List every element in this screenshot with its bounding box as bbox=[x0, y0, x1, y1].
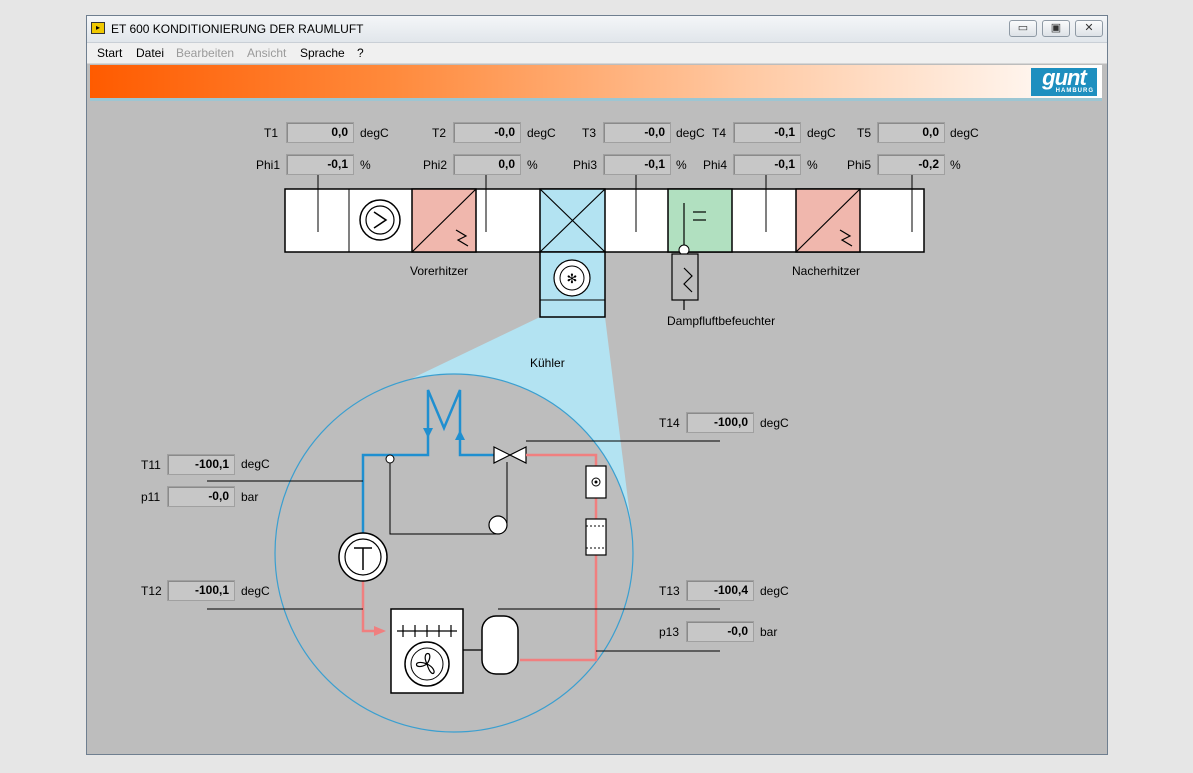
restore-button[interactable]: ▣ bbox=[1042, 20, 1070, 37]
t12-label: T12 bbox=[141, 584, 162, 598]
cooler-icon bbox=[539, 188, 606, 253]
logo-text: gunt bbox=[1042, 65, 1087, 90]
preheater-label: Vorerhitzer bbox=[410, 264, 469, 278]
p13-indicator: -0,0 bbox=[686, 621, 754, 642]
preheater-icon bbox=[411, 188, 477, 253]
humidifier-icon bbox=[667, 188, 733, 310]
logo-subtext: HAMBURG bbox=[1055, 88, 1094, 94]
t11-label: T11 bbox=[141, 458, 161, 472]
refrigerant-circuit bbox=[338, 389, 607, 694]
t4-label: T4 bbox=[712, 126, 727, 140]
sensor-lines bbox=[317, 172, 913, 232]
window-title: ET 600 KONDITIONIERUNG DER RAUMLUFT bbox=[111, 22, 364, 36]
t11-indicator: -100,1 bbox=[167, 454, 235, 475]
t11-unit: degC bbox=[241, 457, 270, 471]
t5-indicator: 0,0 bbox=[877, 122, 945, 143]
minimize-button[interactable]: ▭ bbox=[1009, 20, 1037, 37]
menu-start[interactable]: Start bbox=[97, 46, 123, 60]
reheater-label: Nacherhitzer bbox=[792, 264, 861, 278]
svg-text:✻: ✻ bbox=[567, 272, 578, 287]
phi1-label: Phi1 bbox=[256, 158, 281, 172]
phi5-indicator: -0,2 bbox=[877, 154, 945, 175]
phi1-unit: % bbox=[360, 158, 371, 172]
t3-indicator: -0,0 bbox=[603, 122, 671, 143]
phi3-label: Phi3 bbox=[573, 158, 598, 172]
t5-unit: degC bbox=[950, 126, 979, 140]
cooler-detail-circle bbox=[274, 373, 634, 733]
t13-unit: degC bbox=[760, 584, 789, 598]
menu-sprache[interactable]: Sprache bbox=[300, 46, 345, 60]
menu-help[interactable]: ? bbox=[357, 46, 364, 60]
t3-label: T3 bbox=[582, 126, 597, 140]
t12-unit: degC bbox=[241, 584, 270, 598]
t3-unit: degC bbox=[676, 126, 705, 140]
phi4-unit: % bbox=[807, 158, 818, 172]
t14-unit: degC bbox=[760, 416, 789, 430]
title-bar[interactable]: ▸ ET 600 KONDITIONIERUNG DER RAUMLUFT ▭ … bbox=[87, 16, 1107, 43]
p13-label: p13 bbox=[659, 625, 680, 639]
t1-label: T1 bbox=[264, 126, 279, 140]
fan-icon bbox=[359, 199, 401, 241]
phi5-label: Phi5 bbox=[847, 158, 872, 172]
app-icon: ▸ bbox=[91, 22, 105, 34]
phi3-unit: % bbox=[676, 158, 687, 172]
menu-datei[interactable]: Datei bbox=[136, 46, 165, 60]
gunt-logo: gunt HAMBURG bbox=[1031, 65, 1097, 96]
reheater-icon bbox=[795, 188, 861, 253]
p11-indicator: -0,0 bbox=[167, 486, 235, 507]
p13-unit: bar bbox=[760, 625, 778, 639]
t14-indicator: -100,0 bbox=[686, 412, 754, 433]
t2-unit: degC bbox=[527, 126, 556, 140]
t4-unit: degC bbox=[807, 126, 836, 140]
menu-bearbeiten[interactable]: Bearbeiten bbox=[176, 46, 235, 60]
p11-label: p11 bbox=[141, 490, 161, 504]
cooler-fan-icon: ✻ bbox=[539, 251, 606, 318]
t1-indicator: 0,0 bbox=[286, 122, 354, 143]
phi4-label: Phi4 bbox=[703, 158, 728, 172]
circuit-sensor-lines bbox=[207, 440, 720, 652]
t2-label: T2 bbox=[432, 126, 447, 140]
phi2-unit: % bbox=[527, 158, 538, 172]
phi1-indicator: -0,1 bbox=[286, 154, 354, 175]
t5-label: T5 bbox=[857, 126, 872, 140]
header-banner: gunt HAMBURG bbox=[90, 65, 1102, 101]
t13-label: T13 bbox=[659, 584, 680, 598]
cooler-label: Kühler bbox=[530, 356, 565, 370]
t13-indicator: -100,4 bbox=[686, 580, 754, 601]
phi3-indicator: -0,1 bbox=[603, 154, 671, 175]
close-button[interactable]: ✕ bbox=[1075, 20, 1103, 37]
t14-label: T14 bbox=[659, 416, 680, 430]
t4-indicator: -0,1 bbox=[733, 122, 801, 143]
menu-ansicht[interactable]: Ansicht bbox=[247, 46, 287, 60]
t1-unit: degC bbox=[360, 126, 389, 140]
menu-bar: Start Datei Bearbeiten Ansicht Sprache ? bbox=[87, 43, 1107, 64]
p11-unit: bar bbox=[241, 490, 259, 504]
phi4-indicator: -0,1 bbox=[733, 154, 801, 175]
humidifier-label: Dampfluftbefeuchter bbox=[667, 314, 776, 328]
phi5-unit: % bbox=[950, 158, 961, 172]
phi2-label: Phi2 bbox=[423, 158, 448, 172]
t12-indicator: -100,1 bbox=[167, 580, 235, 601]
t2-indicator: -0,0 bbox=[453, 122, 521, 143]
phi2-indicator: 0,0 bbox=[453, 154, 521, 175]
